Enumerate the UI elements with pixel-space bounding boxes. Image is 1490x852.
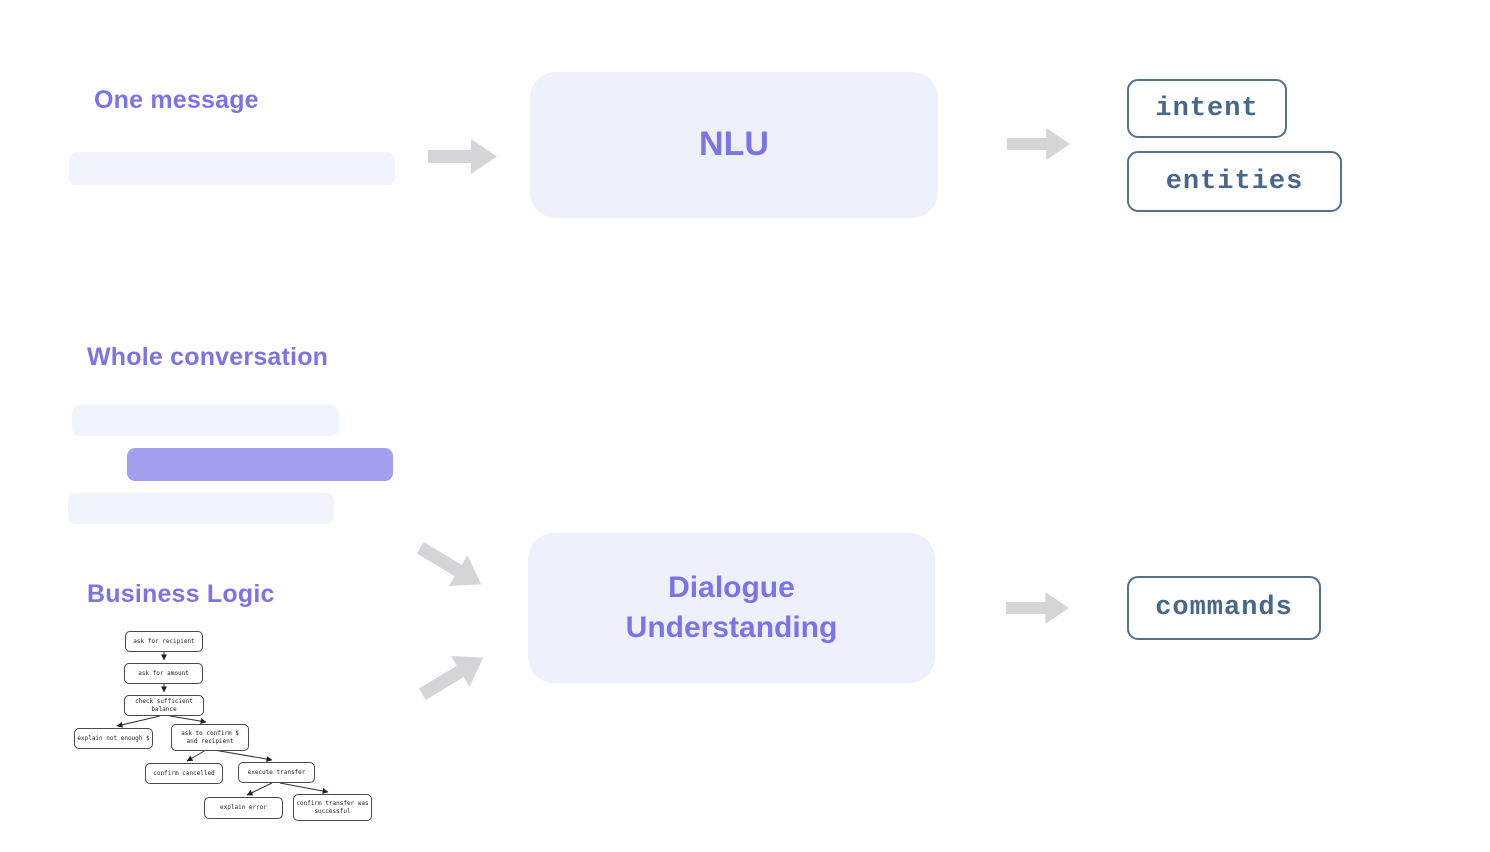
arrow-right-icon [1006, 128, 1071, 160]
flow-node-ask-for-recipient: ask for recipient [125, 631, 203, 652]
one-message-heading: One message [94, 86, 259, 114]
flow-node-execute-transfer: execute transfer [238, 762, 315, 783]
business-logic-heading: Business Logic [87, 580, 275, 608]
flowchart-edges [116, 652, 329, 796]
entities-label: entities [1165, 166, 1304, 197]
user-message-bubble [69, 152, 395, 185]
flow-node-confirm-transfer-successful: confirm transfer was successful [293, 794, 372, 821]
conversation-bubble-bot [127, 448, 393, 481]
flow-node-explain-not-enough: explain not enough $ [74, 728, 153, 749]
arrow-up-right-icon [418, 656, 484, 700]
flow-node-ask-for-amount: ask for amount [124, 663, 203, 684]
entities-box: entities [1127, 151, 1342, 212]
intent-box: intent [1127, 79, 1287, 138]
nlu-box: NLU [530, 72, 938, 218]
business-logic-flowchart: ask for recipient ask for amount check s… [60, 620, 400, 835]
conversation-bubble-user-1 [72, 405, 339, 436]
nlu-label: NLU [699, 125, 769, 164]
intent-label: intent [1155, 93, 1259, 124]
flow-node-check-sufficient-balance: check sufficient balance [124, 695, 204, 716]
conversation-bubble-user-2 [68, 493, 334, 524]
dialogue-understanding-box: Dialogue Understanding [528, 533, 935, 683]
flow-node-confirm-cancelled: confirm cancelled [145, 763, 223, 784]
flow-node-ask-to-confirm: ask to confirm $ and recipient [171, 724, 249, 751]
commands-label: commands [1155, 593, 1293, 623]
arrow-down-right-icon [416, 542, 482, 586]
arrow-right-icon [428, 139, 497, 174]
flow-node-explain-error: explain error [204, 797, 283, 819]
commands-box: commands [1127, 576, 1321, 640]
arrow-right-icon [1005, 592, 1070, 624]
dialogue-understanding-label: Dialogue Understanding [625, 570, 838, 645]
whole-conversation-heading: Whole conversation [87, 343, 329, 371]
